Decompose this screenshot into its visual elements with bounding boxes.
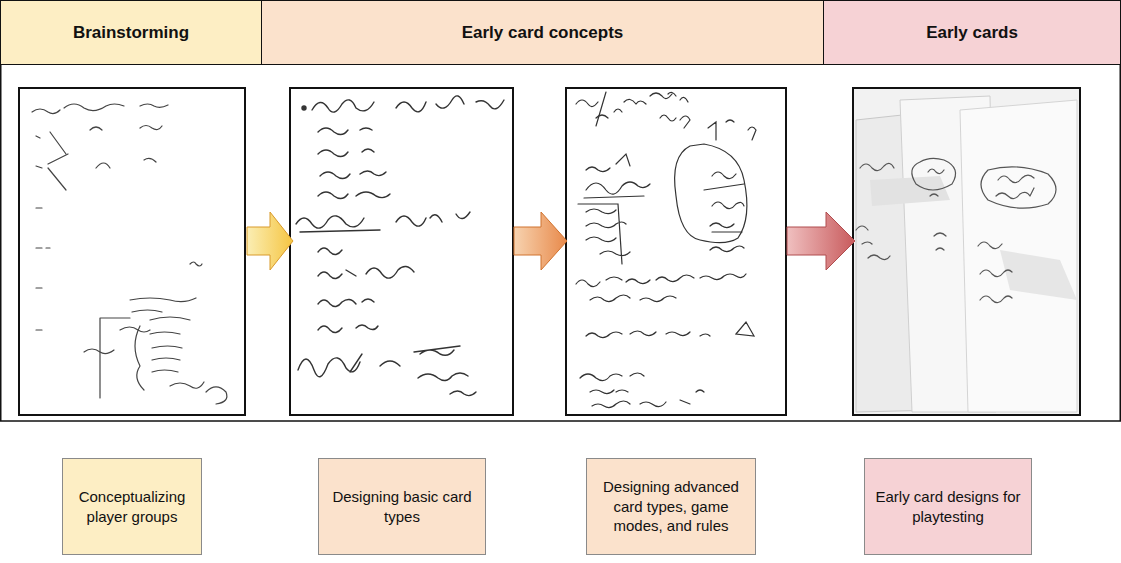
step-caption: Conceptualizing player groups	[62, 458, 202, 555]
flow-arrow	[247, 212, 293, 270]
panel-frame	[1, 64, 1121, 421]
caption-text: Designing basic card types	[327, 487, 477, 526]
header-text: Brainstorming	[73, 23, 189, 43]
flow-arrow	[787, 212, 855, 270]
caption-text: Designing advanced card types, game mode…	[595, 477, 747, 536]
flow-arrow	[514, 212, 567, 270]
step-caption: Designing basic card types	[318, 458, 486, 555]
card-types-sketch	[290, 88, 513, 415]
step-caption: Designing advanced card types, game mode…	[586, 458, 756, 555]
header-text: Early cards	[926, 23, 1018, 43]
header-text: Early card concepts	[462, 23, 624, 43]
caption-text: Conceptualizing player groups	[71, 487, 193, 526]
stage-header: Early cards	[823, 0, 1121, 65]
stage-header: Brainstorming	[0, 0, 262, 65]
brainstorm-sketch	[19, 88, 245, 415]
stage-header: Early card concepts	[261, 0, 824, 65]
early-cards-photo	[853, 88, 1080, 415]
caption-text: Early card designs for playtesting	[873, 487, 1023, 526]
step-caption: Early card designs for playtesting	[864, 458, 1032, 555]
advanced-rules-sketch	[566, 88, 786, 415]
